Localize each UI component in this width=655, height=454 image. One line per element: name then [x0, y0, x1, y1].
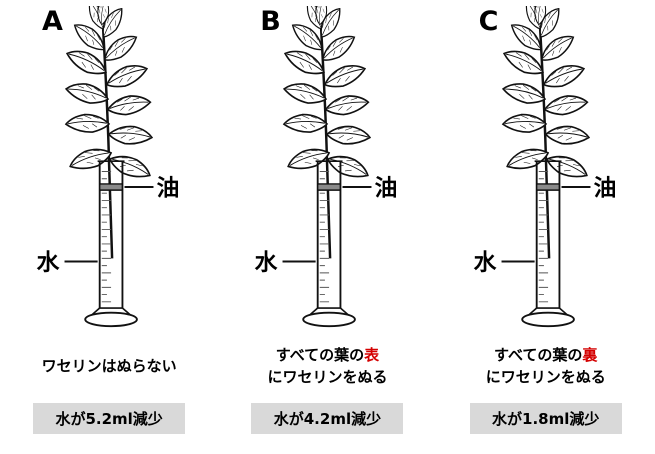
- treatment-description: すべての葉の表 にワセリンをぬる: [267, 339, 387, 395]
- description-line-1: すべての葉の裏: [494, 345, 597, 367]
- description-line-1: ワセリンはぬらない: [42, 356, 177, 378]
- description-text-2: にワセリンをぬる: [485, 368, 606, 386]
- description-line-2: にワセリンをぬる: [486, 367, 606, 389]
- setup-column-a: A ワセリンはぬらない 水が5.2ml減少: [0, 0, 218, 454]
- result-text: 水が5.2ml減少: [55, 410, 163, 428]
- description-highlight: 表: [364, 346, 380, 365]
- setup-letter: B: [260, 6, 281, 37]
- result-box: 水が1.8ml減少: [469, 403, 622, 434]
- treatment-description: ワセリンはぬらない: [42, 339, 177, 395]
- description-text: すべての葉の: [275, 346, 365, 365]
- result-box: 水が4.2ml減少: [251, 403, 404, 434]
- setup-letter: C: [478, 6, 499, 37]
- description-line-1: すべての葉の表: [276, 345, 379, 367]
- result-box: 水が5.2ml減少: [33, 403, 186, 434]
- description-text: すべての葉の: [494, 346, 583, 365]
- description-text: ワセリンはぬらない: [41, 357, 177, 376]
- plant-cylinder-figure: [21, 6, 197, 337]
- description-line-2: にワセリンをぬる: [267, 367, 387, 389]
- result-text: 水が4.2ml減少: [273, 410, 382, 428]
- result-text: 水が1.8ml減少: [492, 410, 600, 428]
- setup-letter: A: [42, 6, 63, 37]
- description-text-2: にワセリンをぬる: [267, 368, 388, 386]
- setup-column-c: C すべての葉の裏 にワセリンをぬる 水が1.8ml減少: [437, 0, 655, 454]
- setup-column-b: B すべての葉の表 にワセリンをぬる 水が4.2ml減少: [218, 0, 436, 454]
- description-highlight: 裏: [582, 346, 598, 365]
- treatment-description: すべての葉の裏 にワセリンをぬる: [486, 339, 606, 395]
- plant-cylinder-figure: [458, 6, 634, 337]
- plant-cylinder-figure: [239, 6, 415, 337]
